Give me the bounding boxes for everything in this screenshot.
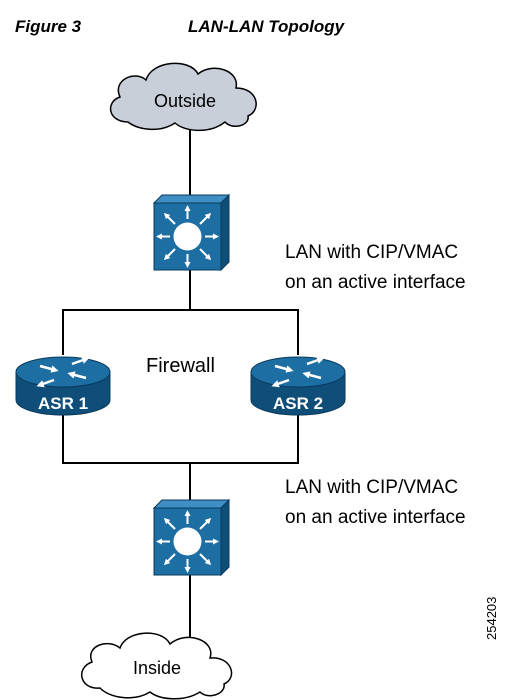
firewall-label: Firewall [146, 355, 215, 377]
bottom-switch-icon [152, 498, 231, 577]
top-switch-icon [152, 193, 231, 272]
lan-top-label-line2: on an active interface [285, 272, 466, 293]
router-2-label: ASR 2 [273, 394, 323, 413]
figure-title: LAN-LAN Topology [188, 17, 345, 36]
inside-cloud-label: Inside [133, 658, 181, 678]
lan-top-label-line1: LAN with CIP/VMAC [285, 242, 459, 263]
links [62, 123, 299, 640]
outside-cloud-icon [109, 62, 257, 132]
lan-bottom-label-line1: LAN with CIP/VMAC [285, 477, 459, 498]
figure-id: 254203 [484, 596, 499, 640]
inside-cloud-icon [81, 632, 233, 700]
outside-cloud-label: Outside [154, 91, 216, 111]
lan-bottom-label-line2: on an active interface [285, 507, 466, 528]
router-1-label: ASR 1 [38, 394, 88, 413]
router-2-icon [250, 356, 346, 416]
figure-number: Figure 3 [15, 17, 82, 36]
lan-top-segment [62, 309, 299, 355]
router-1-icon [15, 356, 111, 416]
lan-bottom-segment [62, 415, 299, 464]
